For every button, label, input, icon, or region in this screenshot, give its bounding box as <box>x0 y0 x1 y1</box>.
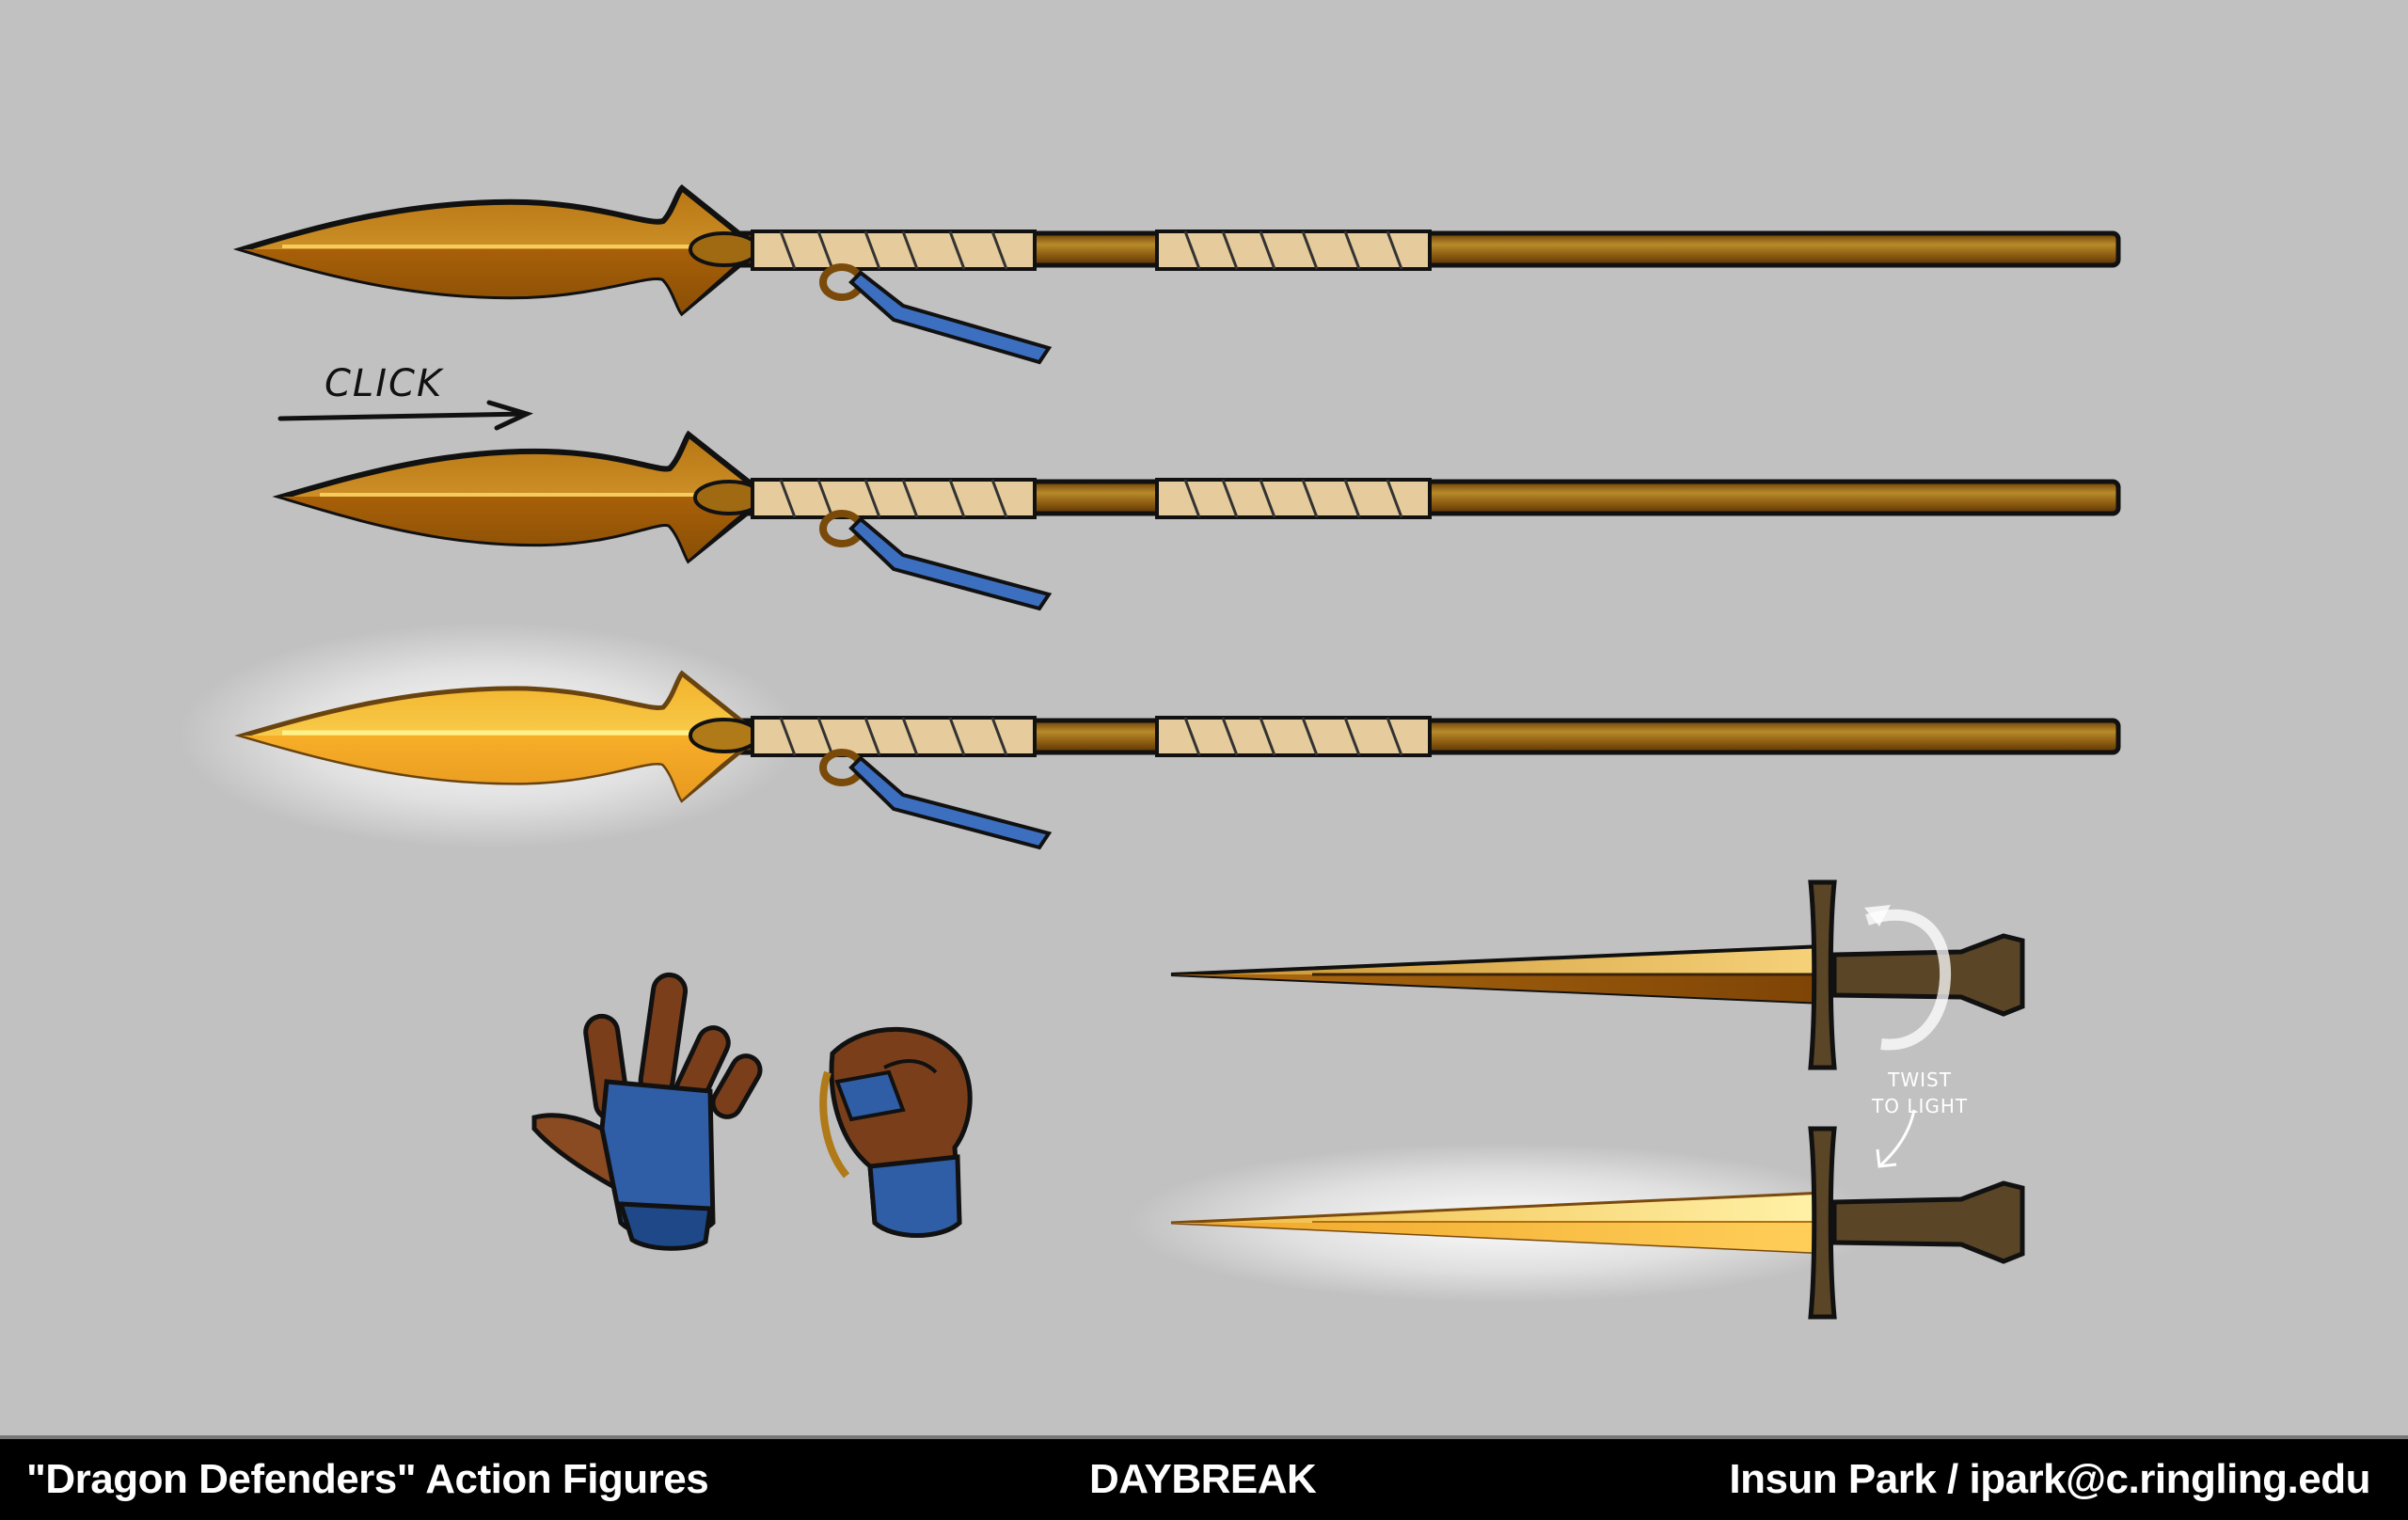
artist-credit: Insun Park / ipark@c.ringling.edu <box>1729 1456 2370 1502</box>
project-title: "Dragon Defenders" Action Figures <box>26 1456 709 1502</box>
twist-to-light-annotation: TWIST TO LIGHT <box>1872 1067 1968 1119</box>
hand-fist <box>819 1026 973 1238</box>
concept-art-canvas: CLICK TWIST TO LIGHT <box>179 183 2121 1320</box>
twist-line-2: TO LIGHT <box>1872 1095 1969 1117</box>
spear-clicked <box>272 430 2121 611</box>
spear-default <box>232 183 2121 365</box>
click-annotation: CLICK <box>325 362 444 405</box>
footer-bar: "Dragon Defenders" Action Figures DAYBRE… <box>0 1435 2408 1520</box>
dagger-default <box>1170 879 2025 1070</box>
click-arrow-annotation <box>277 400 533 431</box>
dagger-glowing <box>1129 1126 2025 1320</box>
character-name: DAYBREAK <box>1089 1456 1317 1502</box>
twist-line-1: TWIST <box>1888 1069 1952 1091</box>
twist-arrow-annotation <box>1876 1109 1916 1168</box>
hand-open <box>531 972 763 1251</box>
spear-glowing <box>179 623 2121 850</box>
